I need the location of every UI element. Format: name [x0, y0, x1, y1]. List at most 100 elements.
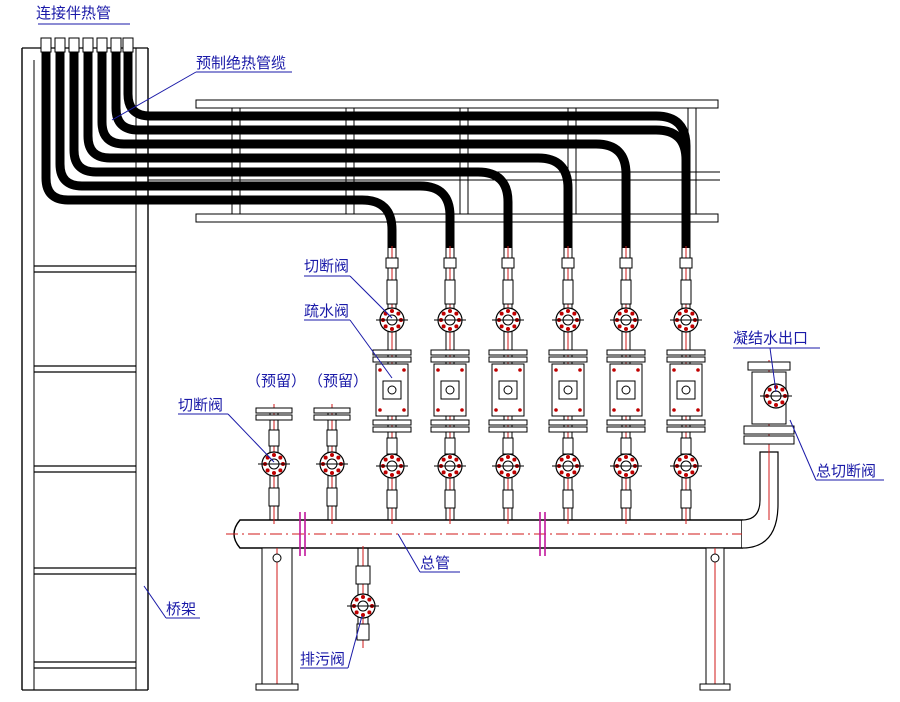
valve-bolt — [559, 324, 564, 329]
valve-bolt — [559, 311, 564, 316]
shutoff-valve-0 — [376, 307, 408, 333]
trap-bolt-0 — [494, 368, 498, 372]
valve-bolt — [390, 473, 394, 477]
flange-top — [548, 349, 588, 356]
valve-bolt — [361, 595, 365, 599]
trap-bolt-3 — [518, 408, 522, 412]
label-reserved-1: （预留） — [246, 372, 307, 390]
valve-bolt — [690, 457, 695, 462]
connection-stub-1 — [54, 37, 66, 53]
branch-nipple — [620, 489, 632, 509]
branch-fitting — [679, 257, 693, 269]
steam-trap-3 — [551, 363, 585, 417]
blowdown-nipple — [356, 623, 370, 641]
trap-bolt-3 — [578, 408, 582, 412]
valve-bolt — [383, 457, 388, 462]
trap-branch-0 — [372, 246, 412, 524]
valve-bolt — [677, 311, 682, 316]
valve-bolt — [448, 455, 452, 459]
valve-bolt — [506, 473, 510, 477]
trap-bolt-3 — [402, 408, 406, 412]
flange-lower-1 — [430, 419, 470, 433]
valve-bolt — [454, 311, 459, 316]
insulated-tube-0 — [41, 52, 397, 248]
valve-bolt — [454, 470, 459, 475]
valve-bolt — [499, 457, 504, 462]
flange-top — [488, 419, 528, 426]
lower-shutoff-valve-5 — [670, 453, 702, 479]
trap-bolt-2 — [554, 408, 558, 412]
valve-bolt — [323, 455, 328, 460]
support-leg-1 — [699, 547, 731, 691]
valve-bolt — [677, 457, 682, 462]
trap-bolt-1 — [696, 368, 700, 372]
reserved-nipple-0 — [268, 487, 280, 507]
lower-shutoff-valve-1 — [434, 453, 466, 479]
blowdown-assembly — [347, 546, 379, 648]
flange-top — [430, 419, 470, 426]
valve-bolt — [617, 324, 622, 329]
support-base-plate — [699, 683, 731, 691]
valve-bolt — [767, 400, 772, 405]
label-main-shutoff-valve: 总切断阀 — [816, 462, 877, 480]
leader-line-12 — [789, 419, 817, 481]
branch-fitting — [561, 257, 575, 269]
valve-bolt — [278, 468, 283, 473]
trap-bolt-0 — [672, 368, 676, 372]
valve-bolt — [354, 610, 359, 615]
connection-stub-2 — [68, 37, 80, 53]
flange-bottom — [372, 426, 412, 433]
flange-bottom — [548, 356, 588, 363]
branch-nipple — [562, 489, 574, 509]
valve-bolt — [499, 470, 504, 475]
trap-bolt-2 — [672, 408, 676, 412]
valve-bolt — [690, 311, 695, 316]
flange-upper-1 — [430, 349, 470, 363]
valve-bolt — [780, 387, 785, 392]
lower-shutoff-valve-2 — [492, 453, 524, 479]
valve-bolt — [454, 324, 459, 329]
connection-stub-6 — [122, 37, 134, 53]
flange-lower-3 — [548, 419, 588, 433]
trap-bolt-1 — [578, 368, 582, 372]
leader-line-16 — [143, 585, 167, 619]
valve-bolt — [624, 327, 628, 331]
valve-bolt — [336, 455, 341, 460]
valve-bolt — [690, 324, 695, 329]
valve-bolt — [330, 453, 334, 457]
valve-bolt — [330, 471, 334, 475]
label-preinsulated-cable: 预制绝热管缆 — [196, 54, 287, 72]
blowdown-valve — [347, 593, 379, 619]
valve-bolt — [441, 311, 446, 316]
branch-union-lower — [562, 437, 574, 455]
flange-top — [372, 419, 412, 426]
leader-line-4 — [349, 275, 393, 319]
flange-upper-4 — [606, 349, 646, 363]
valve-bolt — [572, 470, 577, 475]
valve-bolt — [499, 324, 504, 329]
valve-bolt — [624, 455, 628, 459]
trap-bolt-1 — [402, 368, 406, 372]
valve-bolt — [396, 457, 401, 462]
valve-bolt — [617, 311, 622, 316]
trap-bolt-1 — [636, 368, 640, 372]
flange-lower-0 — [372, 419, 412, 433]
flange-bottom — [666, 356, 706, 363]
steam-trap-0 — [375, 363, 409, 417]
valve-bolt — [512, 311, 517, 316]
valve-bolt — [390, 327, 394, 331]
leader-line-14 — [397, 533, 421, 573]
flange-lower-5 — [666, 419, 706, 433]
valve-bolt — [690, 470, 695, 475]
valve-bolt — [624, 473, 628, 477]
leader-line-8 — [227, 413, 275, 463]
label-condensate-outlet: 凝结水出口 — [733, 329, 809, 347]
branch-union-lower — [680, 437, 692, 455]
header-supports — [255, 547, 731, 691]
condensate-outlet-assembly — [741, 360, 795, 549]
label-main-header: 总管 — [420, 554, 451, 572]
valve-bolt — [383, 324, 388, 329]
trap-branch-5 — [666, 246, 706, 524]
branch-fitting — [443, 257, 457, 269]
